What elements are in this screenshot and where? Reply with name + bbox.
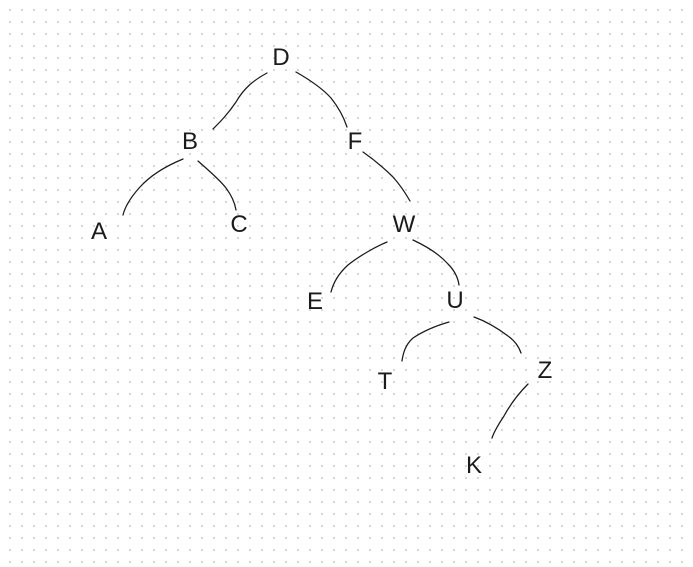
node-d: D — [272, 44, 290, 71]
edge-w-e — [330, 241, 388, 293]
node-z: Z — [537, 357, 553, 384]
node-b: B — [181, 128, 199, 155]
edge-f-w — [362, 151, 411, 202]
node-c: C — [230, 211, 248, 238]
edge-d-f — [295, 71, 348, 128]
node-f: F — [347, 128, 363, 155]
edge-b-a — [122, 158, 184, 216]
edge-u-z — [473, 316, 522, 354]
edge-z-k — [491, 383, 529, 439]
edge-w-u — [412, 239, 460, 286]
node-t: T — [377, 368, 393, 395]
node-a: A — [90, 218, 108, 245]
edge-b-c — [197, 160, 237, 211]
node-e: E — [306, 288, 324, 315]
edge-u-t — [401, 321, 450, 362]
edge-d-b — [212, 72, 268, 130]
node-k: K — [465, 452, 483, 479]
node-w: W — [392, 211, 416, 238]
node-u: U — [446, 287, 464, 314]
